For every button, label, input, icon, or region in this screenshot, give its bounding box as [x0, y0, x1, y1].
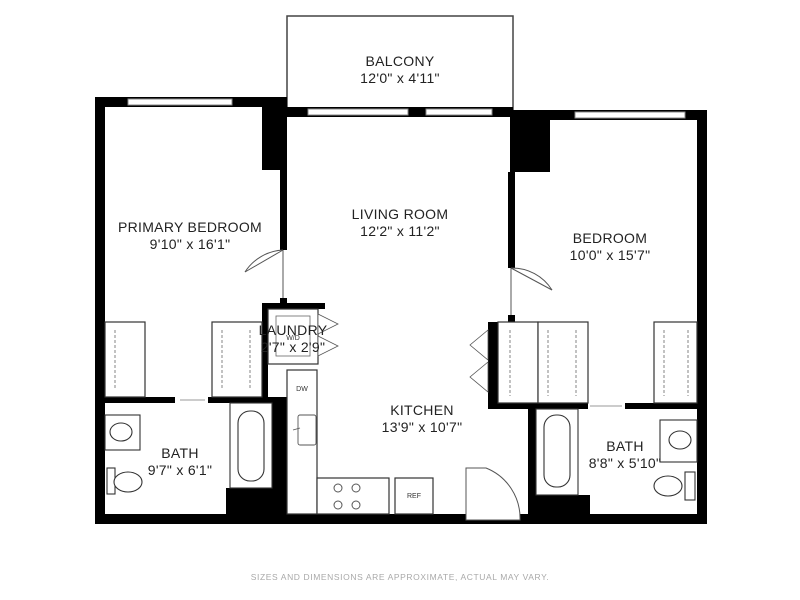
living-room-dims: 12'2" x 11'2" [360, 223, 440, 239]
right-bath-name: BATH [606, 438, 644, 454]
refrigerator-label: REF [407, 493, 421, 500]
dishwasher-label: DW [296, 386, 308, 393]
balcony-name: BALCONY [365, 53, 434, 69]
balcony-dims: 12'0" x 4'11" [360, 70, 440, 86]
left-bath-name: BATH [161, 445, 199, 461]
bedroom-name: BEDROOM [573, 230, 647, 246]
closet-rods [114, 330, 689, 396]
laundry-dims: 2'7" x 2'9" [261, 339, 326, 355]
kitchen-sink [292, 414, 317, 446]
kitchen-dims: 13'9" x 10'7" [382, 419, 463, 435]
left-bath-fixtures [104, 402, 273, 495]
windows [127, 98, 686, 119]
right-bath-dims: 8'8" x 5'10" [589, 455, 662, 471]
stove-burners [333, 483, 361, 510]
washer-dryer-label: W/D [286, 335, 300, 342]
primary-bedroom-dims: 9'10" x 16'1" [150, 236, 231, 252]
primary-bedroom-name: PRIMARY BEDROOM [118, 219, 262, 235]
laundry-name: LAUNDRY [259, 322, 328, 338]
right-bath-fixtures [535, 408, 698, 501]
laundry-closet [267, 308, 339, 365]
left-bath-dims: 9'7" x 6'1" [148, 462, 213, 478]
balcony-outline [286, 15, 514, 113]
bedroom-dims: 10'0" x 15'7" [570, 247, 651, 263]
living-room-name: LIVING ROOM [352, 206, 449, 222]
doors [180, 249, 622, 521]
closets [104, 321, 698, 404]
pantry-bifold-door [469, 329, 489, 393]
disclaimer-text: SIZES AND DIMENSIONS ARE APPROXIMATE, AC… [250, 572, 550, 582]
kitchen-name: KITCHEN [390, 402, 454, 418]
